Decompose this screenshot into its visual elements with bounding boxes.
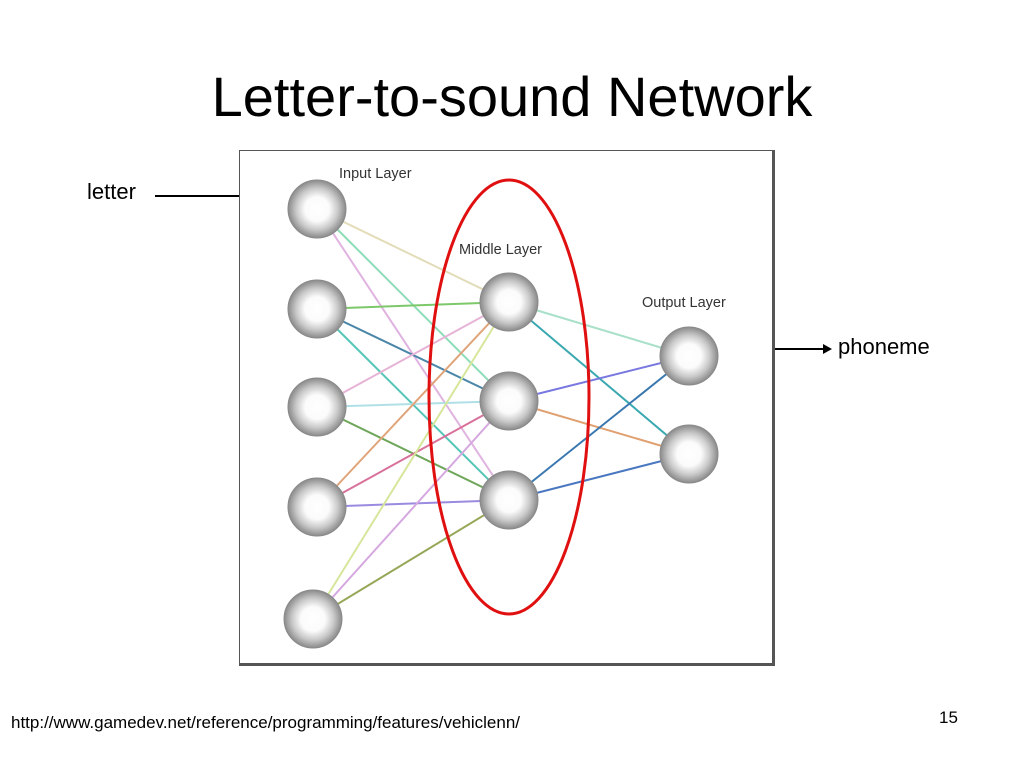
connection-line [312,499,510,620]
network-svg [283,178,719,649]
middle-layer-highlight-ellipse [427,178,591,616]
connection-line [508,355,690,501]
output-node [659,424,719,484]
input-node [287,377,347,437]
connection-line [312,400,510,620]
middle-layer-label: Middle Layer [459,242,543,258]
middle-node [479,272,539,332]
output-layer-label: Output Layer [642,295,726,311]
input-node [287,279,347,339]
page-number: 15 [939,708,958,727]
input-node [283,589,343,649]
connections-group [312,208,690,620]
middle-node [479,470,539,530]
letter-label: letter [87,179,136,204]
phoneme-arrow-icon [750,343,832,355]
connection-line [508,355,690,402]
connection-line [508,453,690,501]
connection-line [316,301,510,310]
connection-line [508,301,690,357]
connection-line [316,301,510,508]
output-node [659,326,719,386]
source-url: http://www.gamedev.net/reference/program… [11,713,521,732]
connection-line [316,499,510,508]
nodes-group [283,179,719,649]
middle-node [479,371,539,431]
input-node [287,477,347,537]
connection-line [316,301,510,408]
connection-line [312,301,510,620]
connection-line [316,400,510,508]
slide-title: Letter-to-sound Network [211,65,813,128]
phoneme-label: phoneme [838,334,930,359]
input-node [287,179,347,239]
network-diagram: Input Layer Middle Layer Output Layer [239,150,775,666]
input-layer-label: Input Layer [339,166,412,182]
highlight-group [427,178,591,616]
connection-line [316,208,510,303]
